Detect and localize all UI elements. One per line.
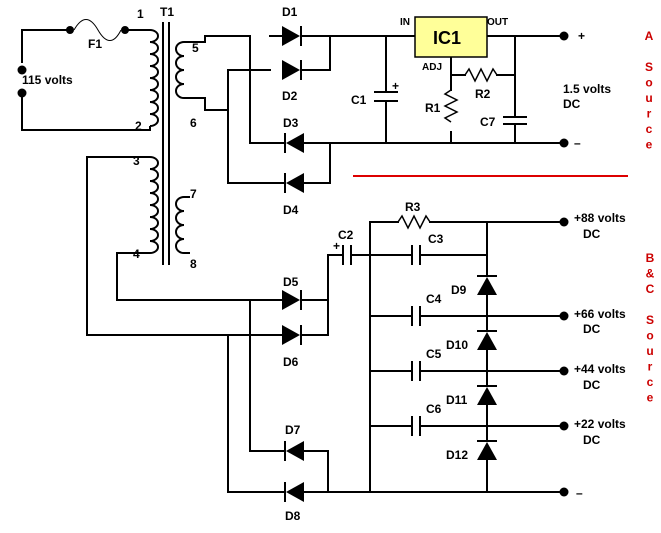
mains-voltage-label: 115 volts	[22, 73, 73, 87]
a-source-wiring: +	[189, 31, 569, 184]
d8-label: D8	[285, 509, 301, 523]
diode-d7	[275, 441, 304, 461]
out-22-label: +22 volts	[574, 417, 626, 431]
out-22-unit: DC	[583, 433, 601, 447]
d2-label: D2	[282, 89, 298, 103]
side-letter: A	[645, 29, 654, 43]
side-letter: C	[646, 282, 655, 296]
c2-label: C2	[338, 228, 354, 242]
d12-label: D12	[446, 448, 468, 462]
side-letter: e	[646, 138, 653, 152]
ic1-adj-label: ADJ	[422, 62, 442, 73]
diode-d2	[282, 60, 311, 80]
a-plus-sign: +	[578, 29, 585, 43]
pin-7-label: 7	[190, 187, 197, 201]
d5-label: D5	[283, 275, 299, 289]
transformer-label: T1	[160, 5, 174, 19]
pin-8-label: 8	[190, 257, 197, 271]
r1-label: R1	[425, 101, 441, 115]
bc-source-wiring: +	[86, 156, 569, 497]
pin-5-label: 5	[192, 41, 199, 55]
c1-label: C1	[351, 93, 367, 107]
diode-d8	[275, 482, 304, 502]
c6-label: C6	[426, 402, 442, 416]
out-44-label: +44 volts	[574, 362, 626, 376]
a-output-voltage: 1.5 volts	[563, 82, 611, 96]
out-88-unit: DC	[583, 227, 601, 241]
diode-d9	[477, 272, 497, 295]
c5-label: C5	[426, 347, 442, 361]
out-66-unit: DC	[583, 322, 601, 336]
side-letter: S	[646, 313, 654, 327]
a-output-unit: DC	[563, 97, 581, 111]
d1-label: D1	[282, 5, 298, 19]
fuse-label: F1	[88, 37, 102, 51]
c3-label: C3	[428, 232, 444, 246]
diode-d11	[477, 381, 497, 405]
bc-minus-sign: –	[576, 486, 583, 500]
d11-label: D11	[446, 393, 468, 407]
d10-label: D10	[446, 338, 468, 352]
diode-d3	[275, 133, 311, 153]
side-letter: u	[646, 344, 653, 358]
d4-label: D4	[283, 203, 299, 217]
fuse-f1: F1	[66, 19, 141, 51]
c4-label: C4	[426, 292, 442, 306]
side-letter: u	[645, 91, 652, 105]
out-88-label: +88 volts	[574, 211, 626, 225]
r2-label: R2	[475, 87, 491, 101]
out-44-unit: DC	[583, 378, 601, 392]
pin-6-label: 6	[190, 116, 197, 130]
d3-label: D3	[283, 116, 299, 130]
side-letter: B	[646, 251, 655, 265]
diode-d1	[269, 26, 311, 46]
bc-negative-terminal	[559, 487, 569, 497]
out-66-label: +66 volts	[574, 307, 626, 321]
r3-label: R3	[405, 200, 421, 214]
a-positive-terminal	[559, 31, 569, 41]
d9-label: D9	[451, 283, 467, 297]
mains-terminal-top	[17, 65, 27, 75]
ic1-label: IC1	[433, 28, 461, 48]
side-letter: r	[648, 360, 653, 374]
side-letter: e	[647, 391, 654, 405]
diode-d4	[275, 173, 311, 193]
a-minus-sign: –	[574, 136, 581, 150]
a-negative-terminal	[559, 138, 569, 148]
d7-label: D7	[285, 423, 301, 437]
mains-input: 115 volts	[17, 29, 141, 131]
out-44-terminal	[559, 366, 569, 376]
diode-d5	[275, 290, 305, 310]
transformer-t1: T1 1 2 3 4 5 6 7 8	[133, 5, 199, 271]
diode-d10	[477, 325, 497, 350]
side-letter: r	[647, 107, 652, 121]
side-letter: c	[646, 122, 653, 136]
ic1-regulator: IC1 IN OUT ADJ	[400, 16, 508, 73]
mains-terminal-bottom	[17, 88, 27, 98]
out-88-terminal	[559, 217, 569, 227]
c7-label: C7	[480, 115, 496, 129]
pin-3-label: 3	[133, 154, 140, 168]
ic1-in-label: IN	[400, 17, 410, 28]
side-letter: o	[645, 76, 652, 90]
side-letter: c	[647, 375, 654, 389]
out-66-terminal	[559, 311, 569, 321]
out-22-terminal	[559, 421, 569, 431]
pin-1-label: 1	[137, 7, 144, 21]
side-letter: S	[645, 60, 653, 74]
c1-plus: +	[392, 79, 399, 93]
pin-2-label: 2	[135, 119, 142, 133]
diode-d6	[275, 325, 305, 345]
c2-plus: +	[333, 239, 340, 253]
side-letter: o	[646, 329, 653, 343]
diode-d12	[477, 436, 497, 460]
side-letter: &	[646, 267, 655, 281]
d6-label: D6	[283, 355, 299, 369]
ic1-out-label: OUT	[487, 17, 508, 28]
